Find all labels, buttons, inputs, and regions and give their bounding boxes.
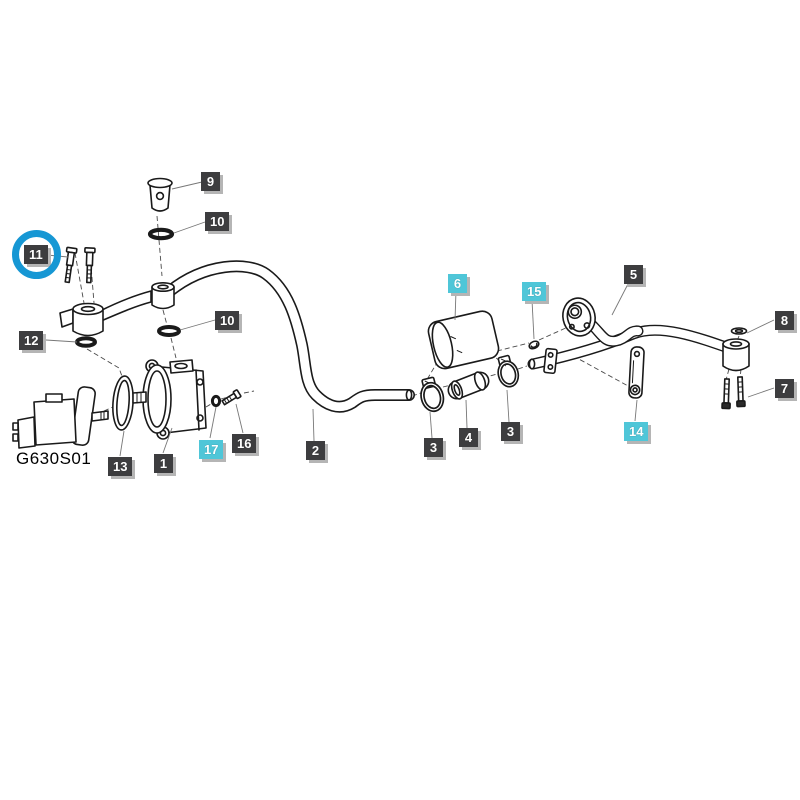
part-clamp[interactable] — [496, 354, 520, 388]
part-pump-alt[interactable] — [12, 386, 109, 449]
part-callout-14[interactable]: 14 — [624, 422, 649, 441]
part-clip[interactable] — [528, 340, 540, 350]
part-o-ring[interactable] — [147, 227, 181, 337]
part-callout-9[interactable]: 9 — [201, 172, 220, 191]
part-callout-11[interactable]: 11 — [24, 245, 48, 264]
part-tube[interactable] — [447, 371, 490, 401]
part-callout-15[interactable]: 15 — [522, 282, 547, 301]
part-pin[interactable] — [147, 177, 173, 212]
part-callout-13[interactable]: 13 — [108, 457, 133, 476]
part-washer[interactable] — [730, 327, 748, 335]
part-pump-main[interactable] — [132, 359, 207, 440]
part-callout-4[interactable]: 4 — [459, 428, 478, 447]
part-bolt-pair-lower[interactable] — [721, 376, 746, 410]
part-callout-12[interactable]: 12 — [19, 331, 44, 350]
part-callout-10[interactable]: 10 — [215, 311, 240, 330]
part-canister[interactable] — [426, 309, 500, 370]
part-strap-bracket[interactable] — [628, 346, 645, 399]
part-seal-ring[interactable] — [210, 394, 222, 408]
figure-code-label: G630S01 — [16, 449, 92, 468]
part-pipe-front[interactable] — [164, 260, 415, 413]
part-callout-17[interactable]: 17 — [199, 440, 224, 459]
part-callout-2[interactable]: 2 — [306, 441, 325, 460]
part-bracket-arm[interactable] — [59, 281, 175, 337]
part-callout-3[interactable]: 3 — [424, 438, 443, 457]
part-callout-8[interactable]: 8 — [775, 311, 794, 330]
part-callout-1[interactable]: 1 — [154, 454, 173, 473]
part-bolt-pair-upper[interactable] — [62, 246, 96, 284]
callout-leader-lines — [45, 181, 775, 457]
part-bolt-single[interactable] — [221, 389, 242, 407]
part-o-ring-small[interactable] — [75, 336, 97, 348]
part-pipe-rear[interactable] — [527, 295, 743, 375]
part-callout-7[interactable]: 7 — [775, 379, 794, 398]
part-callout-5[interactable]: 5 — [624, 265, 643, 284]
part-callout-3[interactable]: 3 — [501, 422, 520, 441]
part-clamp[interactable] — [418, 376, 445, 413]
part-gasket[interactable] — [111, 375, 135, 431]
part-callout-10[interactable]: 10 — [205, 212, 230, 231]
part-callout-6[interactable]: 6 — [448, 274, 467, 293]
part-mount-bushing[interactable] — [722, 338, 750, 372]
part-callout-16[interactable]: 16 — [232, 434, 257, 453]
